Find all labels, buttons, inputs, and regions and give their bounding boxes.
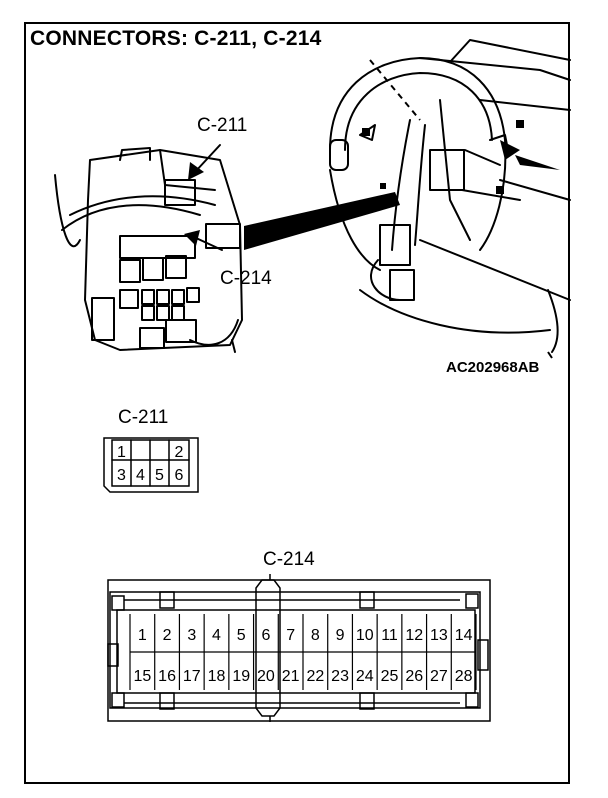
- c214-pin-15: 15: [133, 668, 151, 685]
- c214-pin-14: 14: [455, 627, 473, 644]
- c211-pin-2: 2: [175, 444, 184, 461]
- c214-pin-11: 11: [381, 627, 398, 644]
- c214-pin-20: 20: [257, 668, 275, 685]
- c214-pin-22: 22: [306, 668, 324, 685]
- c214-pin-5: 5: [237, 627, 246, 644]
- diagram-frame: [24, 22, 570, 784]
- c214-pin-25: 25: [381, 668, 399, 685]
- c214-pin-27: 27: [430, 668, 448, 685]
- c214-pin-2: 2: [163, 627, 172, 644]
- c214-pin-17: 17: [183, 668, 201, 685]
- c214-pin-4: 4: [212, 627, 221, 644]
- callout-c211: C-211: [197, 115, 248, 136]
- c211-pin-6: 6: [175, 467, 184, 484]
- c214-pin-6: 6: [261, 627, 270, 644]
- c214-pin-8: 8: [311, 627, 320, 644]
- c214-pin-18: 18: [208, 668, 226, 685]
- c214-pin-12: 12: [405, 627, 423, 644]
- c214-pin-1: 1: [138, 627, 147, 644]
- c214-pin-21: 21: [282, 668, 300, 685]
- callout-c214: C-214: [220, 268, 272, 289]
- c214-pin-3: 3: [187, 627, 196, 644]
- page-title: CONNECTORS: C-211, C-214: [30, 27, 322, 50]
- c214-pin-19: 19: [232, 668, 250, 685]
- c214-pin-28: 28: [455, 668, 473, 685]
- c214-pin-16: 16: [158, 668, 176, 685]
- c214-pin-24: 24: [356, 668, 374, 685]
- c211-pin-5: 5: [155, 467, 164, 484]
- c211-pin-4: 4: [136, 467, 145, 484]
- c214-label: C-214: [263, 549, 315, 570]
- c214-pin-23: 23: [331, 668, 349, 685]
- c214-pin-10: 10: [356, 627, 374, 644]
- c214-pin-26: 26: [405, 668, 423, 685]
- c211-label: C-211: [118, 407, 169, 428]
- c211-pin-3: 3: [117, 467, 126, 484]
- c211-pin-1: 1: [117, 444, 126, 461]
- c214-pin-7: 7: [286, 627, 295, 644]
- figure-code: AC202968AB: [446, 359, 540, 376]
- c214-pin-9: 9: [336, 627, 345, 644]
- c214-pin-13: 13: [430, 627, 448, 644]
